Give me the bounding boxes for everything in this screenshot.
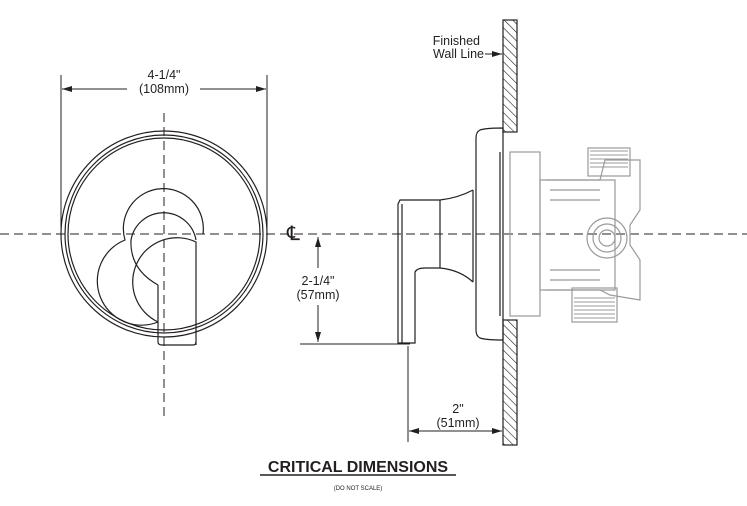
valve-body [509,147,641,323]
drop-mm: (57mm) [296,288,339,302]
valve-threads [574,150,628,319]
width-inches: 4-1/4" [148,68,181,82]
front-view-trim [60,130,268,346]
side-view-trim [397,127,504,344]
wall-line-label-1: Finished [433,34,480,48]
drawing-subtitle: (DO NOT SCALE) [334,486,383,492]
wall-lower-hatch [502,319,518,446]
centerline-symbol: ℄ [286,223,300,245]
wall-upper-hatch [502,19,518,133]
wall-line-label-2: Wall Line [433,47,484,61]
width-mm: (108mm) [139,82,189,96]
depth-mm: (51mm) [436,416,479,430]
drawing-title: CRITICAL DIMENSIONS [268,459,448,476]
drop-inches: 2-1/4" [302,274,335,288]
depth-inches: 2" [452,402,463,416]
